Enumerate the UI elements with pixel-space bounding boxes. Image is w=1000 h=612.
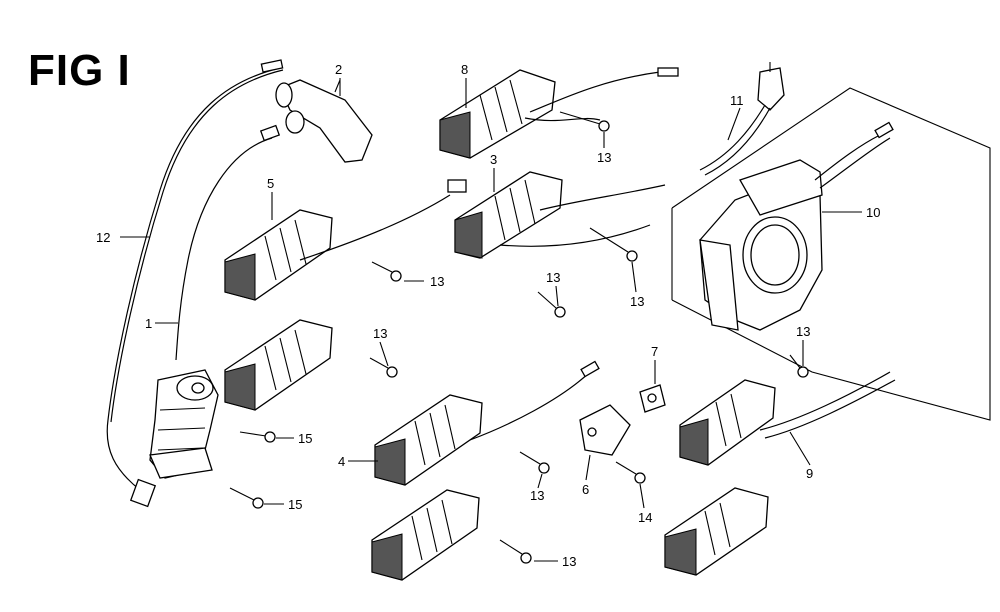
bolt — [789, 354, 809, 378]
part-10-panel — [671, 87, 991, 421]
bolts — [229, 111, 809, 564]
part-9-coil-lower — [664, 487, 769, 576]
callout-1: 1 — [145, 316, 152, 331]
part-10-stator — [699, 121, 894, 331]
callout-13: 13 — [630, 294, 644, 309]
callout-2: 2 — [335, 62, 342, 77]
callout-15: 15 — [288, 497, 302, 512]
callout-10: 10 — [866, 205, 880, 220]
part-2-plug-cap — [275, 79, 373, 163]
callout-9: 9 — [806, 466, 813, 481]
callout-14: 14 — [638, 510, 652, 525]
callout-13: 13 — [430, 274, 444, 289]
bolt — [499, 539, 532, 564]
callout-13: 13 — [597, 150, 611, 165]
bolt — [519, 451, 550, 474]
bolt — [589, 227, 638, 262]
callout-13: 13 — [546, 270, 560, 285]
bolt — [239, 431, 276, 443]
part-9-coil-upper — [679, 371, 896, 466]
part-3-charge-coil — [454, 171, 666, 259]
callout-15: 15 — [298, 431, 312, 446]
callout-13: 13 — [530, 488, 544, 503]
part-11-lead-wire — [699, 62, 785, 176]
bolt — [615, 461, 646, 484]
part-5-lighting-coil — [224, 179, 467, 301]
callout-7: 7 — [651, 344, 658, 359]
callout-11: 11 — [730, 93, 744, 108]
callout-5: 5 — [267, 176, 274, 191]
callout-6: 6 — [582, 482, 589, 497]
coil-unlabeled — [224, 319, 333, 411]
part-1-ignition-coil — [149, 124, 281, 479]
callout-8: 8 — [461, 62, 468, 77]
bolt — [371, 261, 402, 282]
figure-title: FIG I — [28, 46, 131, 95]
leader-lines — [120, 78, 862, 562]
callout-13: 13 — [562, 554, 576, 569]
part-7-plate — [639, 384, 666, 413]
callout-4: 4 — [338, 454, 345, 469]
part-4-coil-upper — [374, 360, 600, 486]
part-4-coil-lower — [371, 489, 480, 581]
callouts: 2 8 11 3 5 10 12 1 7 4 6 9 13 13 13 13 1… — [96, 62, 880, 569]
bolt — [559, 111, 610, 132]
callout-12: 12 — [96, 230, 110, 245]
bolt — [229, 487, 264, 509]
callout-3: 3 — [490, 152, 497, 167]
callout-13: 13 — [373, 326, 387, 341]
part-12-ht-lead — [106, 59, 284, 508]
bolt — [537, 291, 566, 318]
part-8-exciter-coil — [439, 67, 679, 159]
callout-13: 13 — [796, 324, 810, 339]
bolt — [369, 357, 398, 378]
part-6-bracket — [579, 404, 631, 456]
